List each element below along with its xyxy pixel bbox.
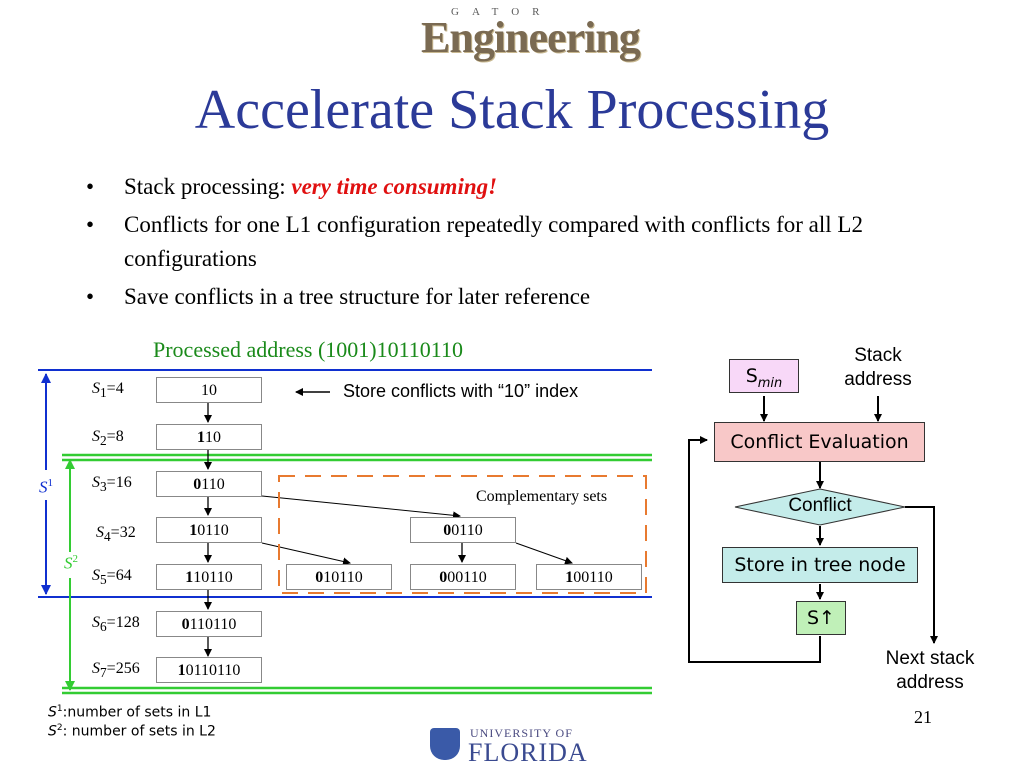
footnote-s1: S1:number of sets in L1 — [48, 704, 212, 721]
slide-title: Accelerate Stack Processing — [194, 79, 830, 141]
level-label: S1=4 — [92, 380, 124, 401]
conflict-evaluation-box: Conflict Evaluation — [714, 422, 925, 462]
logo-engineering-text: Engineering — [421, 13, 641, 62]
tree-node: 0110110 — [156, 611, 262, 637]
loop-back-arrow — [688, 436, 821, 663]
complementary-sets-label: Complementary sets — [476, 488, 608, 505]
bullet-dot: • — [86, 212, 95, 237]
tree-node: 0110 — [156, 471, 262, 497]
bullet-item: • Conflicts for one L1 configuration rep… — [86, 208, 966, 276]
seal-icon — [430, 728, 460, 760]
processed-address-label: Processed address (1001)10110110 — [153, 337, 463, 362]
next-stack-address-label: Next stack address — [885, 648, 975, 693]
tree-node: 110 — [156, 424, 262, 450]
level-label: S5=64 — [92, 567, 132, 588]
tree-node: 00110 — [410, 517, 516, 543]
level-label: S3=16 — [92, 474, 132, 495]
page-number: 21 — [914, 707, 932, 727]
store-tree-node-box: Store in tree node — [722, 547, 918, 583]
emphasis-text: very time consuming! — [291, 174, 498, 199]
tree-node: 000110 — [410, 564, 516, 590]
conflict-label: Conflict — [788, 495, 852, 516]
next-address-arrow — [905, 506, 938, 644]
level-label: S6=128 — [92, 614, 140, 635]
conflict-diamond — [734, 488, 906, 526]
tree-node: 10110 — [156, 517, 262, 543]
tree-node: 100110 — [536, 564, 642, 590]
stack-address-label: Stack address — [844, 345, 912, 390]
s-increment-box: S↑ — [796, 601, 846, 635]
footnote-s2: S2: number of sets in L2 — [48, 723, 216, 740]
bullet-item: • Stack processing: very time consuming! — [86, 170, 966, 204]
level-label: S7=256 — [92, 660, 140, 681]
bullet-list: • Stack processing: very time consuming!… — [86, 170, 966, 318]
tree-node: 10110110 — [156, 657, 262, 683]
bullet-dot: • — [86, 284, 95, 309]
gator-engineering-logo: GATOR Engineering — [385, 4, 641, 62]
bullet-item: • Save conflicts in a tree structure for… — [86, 280, 966, 314]
tree-node: 110110 — [156, 564, 262, 590]
university-of-florida-logo: UNIVERSITY OF FLORIDA — [430, 724, 600, 768]
s2-range-label: S2 — [64, 553, 78, 574]
tree-node: 010110 — [286, 564, 392, 590]
store-conflicts-note: Store conflicts with “10” index — [343, 381, 579, 401]
bullet-dot: • — [86, 174, 95, 199]
tree-node: 10 — [156, 377, 262, 403]
smin-box: Smin — [729, 359, 799, 393]
level-label: S2=8 — [92, 428, 124, 449]
logo-gator-text: GATOR — [451, 6, 553, 18]
complementary-sets-box — [278, 475, 647, 594]
level-label: S4=32 — [96, 524, 136, 545]
s1-range-label: S1 — [39, 476, 53, 499]
